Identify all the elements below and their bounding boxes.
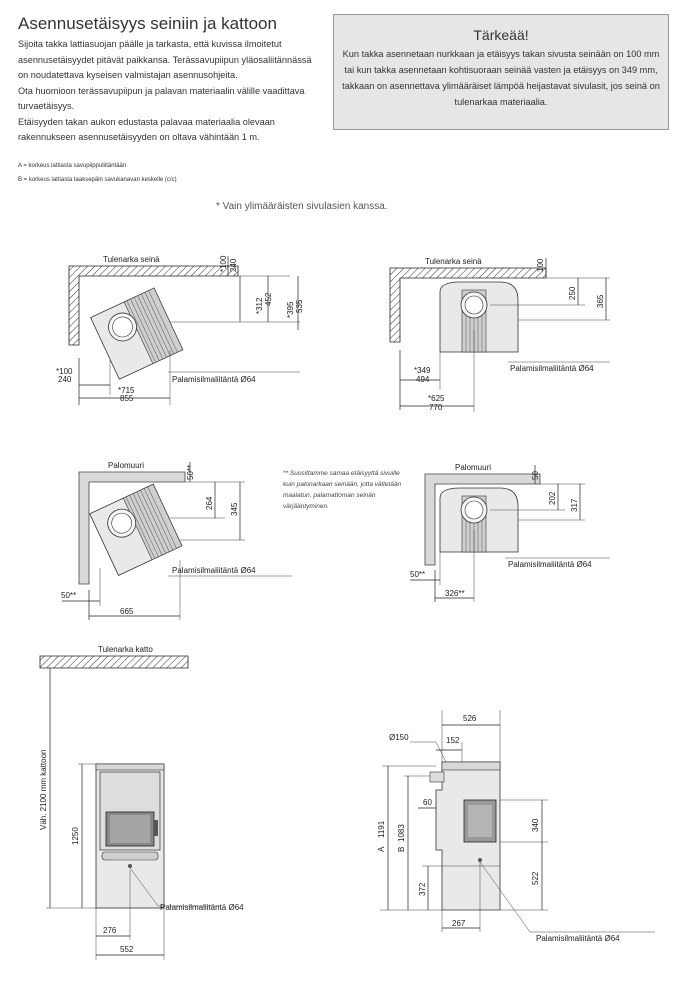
dimension-label: 264 [205,496,214,510]
dimension-label: *312 [255,297,264,314]
firewall [424,473,541,566]
flammable-ceiling [39,655,189,669]
stove-top-view [439,281,519,353]
air-inlet-label: Palamisilmaliitäntä Ø64 [172,375,256,384]
legend-a: A = korkeus lattiasta savupiippuliitäntä… [18,163,127,169]
dimension-label: 535 [295,299,304,313]
diagram-corner-firewall: Palomuuri 50** 264 345 Palamisilmaliitän… [61,461,292,620]
flue-collar [429,771,445,783]
air-inlet-label: Palamisilmaliitäntä Ø64 [510,364,594,373]
dimension-label: 60 [423,798,432,807]
dimension-label: A [377,846,386,852]
legend-b: B = korkeus lattiasta taaksepäin savukan… [18,177,177,183]
dimension-label: 522 [531,871,540,885]
dimension-label: 345 [230,502,239,516]
air-inlet-label: Palamisilmaliitäntä Ø64 [508,560,592,569]
flue-diameter-label: Ø150 [389,733,409,742]
intro-paragraph: Sijoita takka lattiasuojan päälle ja tar… [18,39,312,80]
intro-paragraph: Ota huomioon terässavupiipun ja palavan … [18,85,305,112]
air-inlet-label: Palamisilmaliitäntä Ø64 [536,934,620,943]
dimension-label: *715 [118,386,135,395]
dimension-label: 340 [531,818,540,832]
diagram-corner-flammable: Tulenarka seinä *100 240 *312 452 *395 5… [56,255,304,405]
dimension-label: 276 [103,926,117,935]
important-note-title: Tärkeää! [473,27,529,43]
dimension-label: 152 [446,736,460,745]
dimension-label: 326** [445,589,465,598]
dimension-label: 50** [410,570,425,579]
intro-text: Sijoita takka lattiasuojan päälle ja tar… [18,37,313,146]
dimension-label: *625 [428,394,445,403]
dimension-label: *395 [286,301,295,318]
star-note: * Vain ylimääräisten sivulasien kanssa. [216,201,388,212]
firewall [78,471,186,585]
dimension-label: 452 [264,292,273,306]
wall-label: Palomuuri [108,461,144,470]
dimension-label: *100 [56,367,73,376]
dimension-label: 665 [120,607,134,616]
recommendation-note: ** Suosittamme samaa etäisyyttä sivuille… [283,470,402,510]
wall-label: Palomuuri [455,463,491,472]
dimension-label: 240 [229,258,238,272]
dimension-label: 365 [596,294,605,308]
dimension-label: 317 [570,498,579,512]
dimension-label: 526 [463,714,477,723]
dimension-label: *100 [219,255,228,272]
dimension-label: 100 [536,258,545,272]
flammable-wall [68,265,239,346]
dimension-label: 240 [58,375,72,384]
stove-top-view [90,287,184,380]
diagram-rear-firewall: Palomuuri 50 202 317 Palamisilmaliitäntä… [410,463,610,602]
page-title: Asennusetäisyys seiniin ja kattoon [18,14,277,33]
dimension-label: B [397,847,406,852]
dimension-label: 50** [61,591,76,600]
wall-label: Tulenarka seinä [103,255,160,264]
dimension-label: 202 [548,491,557,505]
dimension-label: 552 [120,945,134,954]
dimension-label: 50 [531,471,540,480]
dimension-label: 1083 [397,824,406,842]
diagram-rear-flammable: Tulenarka seinä 100 250 365 *349 494 *62… [389,257,610,412]
dimension-label: 250 [568,286,577,300]
dimension-label: 1191 [377,820,386,838]
dimension-label: 494 [416,375,430,384]
dimension-label: 372 [418,882,427,896]
ceiling-label: Tulenarka katto [98,645,153,654]
dimension-label: 267 [452,919,466,928]
side-view: 526 Ø150 152 60 A 1191 B 1083 372 340 52… [377,710,655,943]
air-inlet-label: Palamisilmaliitäntä Ø64 [160,903,244,912]
important-note-body: Kun takka asennetaan nurkkaan ja etäisyy… [342,49,660,107]
wall-label: Tulenarka seinä [425,257,482,266]
front-view: Tulenarka katto Väh. 2100 mm kattoon 125… [39,645,244,960]
dimension-label: 855 [120,394,134,403]
intro-paragraph: Etäisyyden takan aukon edustasta palavaa… [18,116,275,143]
dimension-label: 770 [429,403,443,412]
min-ceiling-label: Väh. 2100 mm kattoon [39,750,48,831]
important-note-box: Tärkeää! Kun takka asennetaan nurkkaan j… [333,14,669,130]
dimension-label: *349 [414,366,431,375]
dimension-label: 1250 [71,827,80,845]
air-inlet-label: Palamisilmaliitäntä Ø64 [172,566,256,575]
dimension-label: 50** [186,465,195,480]
stove-top-view [89,483,183,576]
stove-top-view [439,487,519,553]
